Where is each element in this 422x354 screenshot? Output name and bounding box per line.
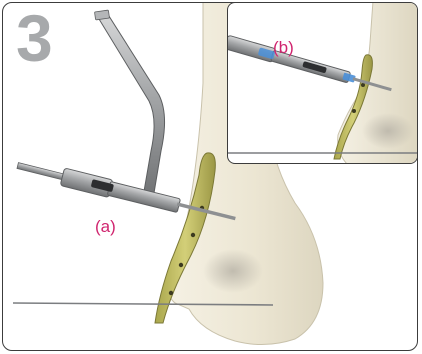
callout-label-b: (b)	[273, 39, 294, 57]
plate-hole	[179, 263, 183, 267]
bone-shadow	[203, 249, 263, 293]
plate-hole	[169, 291, 173, 295]
inset-illustration	[228, 3, 418, 164]
bent-handle	[99, 13, 165, 199]
inset-plate-hole	[352, 109, 356, 113]
step-number: 3	[16, 5, 53, 71]
plate-hole	[191, 233, 195, 237]
callout-label-a: (a)	[95, 218, 116, 236]
inset-bone-shadow	[362, 113, 414, 149]
detail-inset: (b)	[227, 2, 418, 164]
handle-tip	[95, 10, 110, 20]
inset-plate-hole	[361, 83, 365, 87]
